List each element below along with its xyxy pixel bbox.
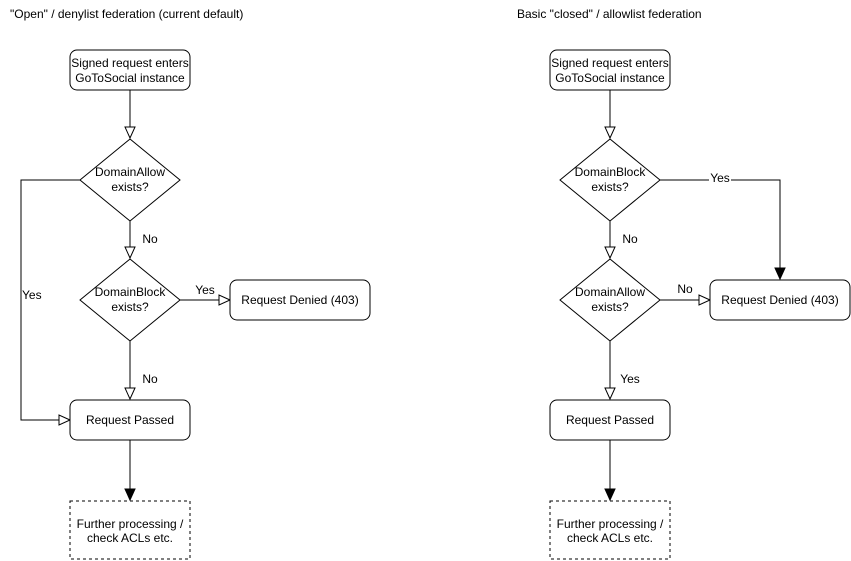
decision-label: exists?: [591, 180, 629, 194]
open-arrowhead-icon: [604, 126, 616, 140]
request-denied-node: [229, 279, 371, 321]
open-arrowhead-icon: [124, 387, 136, 401]
edge-label-bg: [623, 233, 638, 245]
further-processing-label: Further processing /: [77, 517, 184, 531]
further-processing-label: Further processing /: [557, 517, 664, 531]
request-denied-label: Request Denied (403): [241, 293, 358, 307]
further-processing-node: [69, 500, 191, 560]
decision-label: DomainBlock: [95, 285, 167, 299]
entry-node-label: GoToSocial instance: [75, 71, 185, 85]
open-arrowhead-icon: [604, 246, 616, 260]
entry-node-label: Signed request enters: [551, 56, 668, 70]
open-arrowhead-icon: [604, 387, 616, 401]
diagram-open-denylist: "Open" / denylist federation (current de…: [10, 7, 371, 560]
decision-label: exists?: [111, 300, 149, 314]
decision-label: DomainBlock: [575, 165, 647, 179]
request-denied-node: [709, 279, 851, 321]
open-arrowhead-icon: [218, 294, 232, 306]
solid-arrowhead-icon: [774, 267, 786, 281]
decision-label: exists?: [591, 300, 629, 314]
edge-label-bg: [709, 172, 731, 184]
further-processing-node: [549, 500, 671, 560]
edge-label-yes: Yes: [195, 283, 215, 297]
open-arrowhead-icon: [58, 414, 72, 426]
edge-label-bg: [22, 289, 43, 300]
decision-label: DomainAllow: [95, 165, 165, 179]
open-arrowhead-icon: [124, 126, 136, 140]
edge-label-yes: Yes: [22, 288, 42, 302]
further-processing-label: check ACLs etc.: [87, 531, 173, 545]
edge-label-bg: [143, 233, 158, 245]
open-arrowhead-icon: [698, 294, 712, 306]
edge-label-no: No: [622, 232, 638, 246]
edge-decision1-yes: [20, 179, 80, 421]
edge-label-yes: Yes: [710, 171, 730, 185]
edge-label-bg: [194, 284, 216, 295]
edge-label-no: No: [142, 372, 158, 386]
request-passed-label: Request Passed: [86, 413, 174, 427]
edge-label-yes: Yes: [620, 372, 640, 386]
edge-label-bg: [620, 373, 641, 385]
diagram-closed-allowlist: Basic "closed" / allowlist federation Si…: [517, 7, 851, 560]
solid-arrowhead-icon: [604, 488, 616, 502]
request-denied-label: Request Denied (403): [721, 293, 838, 307]
entry-node-label: GoToSocial instance: [555, 71, 665, 85]
further-processing-label: check ACLs etc.: [567, 531, 653, 545]
decision-label: exists?: [111, 180, 149, 194]
request-passed-label: Request Passed: [566, 413, 654, 427]
edge-label-bg: [677, 283, 693, 295]
edge-label-no: No: [142, 232, 158, 246]
edge-decision1-yes: [660, 179, 781, 269]
solid-arrowhead-icon: [124, 488, 136, 502]
diagram-title: "Open" / denylist federation (current de…: [10, 7, 243, 21]
open-arrowhead-icon: [124, 246, 136, 260]
edge-label-bg: [143, 373, 158, 385]
decision-label: DomainAllow: [575, 285, 645, 299]
entry-node-label: Signed request enters: [71, 56, 188, 70]
diagram-title: Basic "closed" / allowlist federation: [517, 7, 702, 21]
edge-label-no: No: [677, 282, 693, 296]
